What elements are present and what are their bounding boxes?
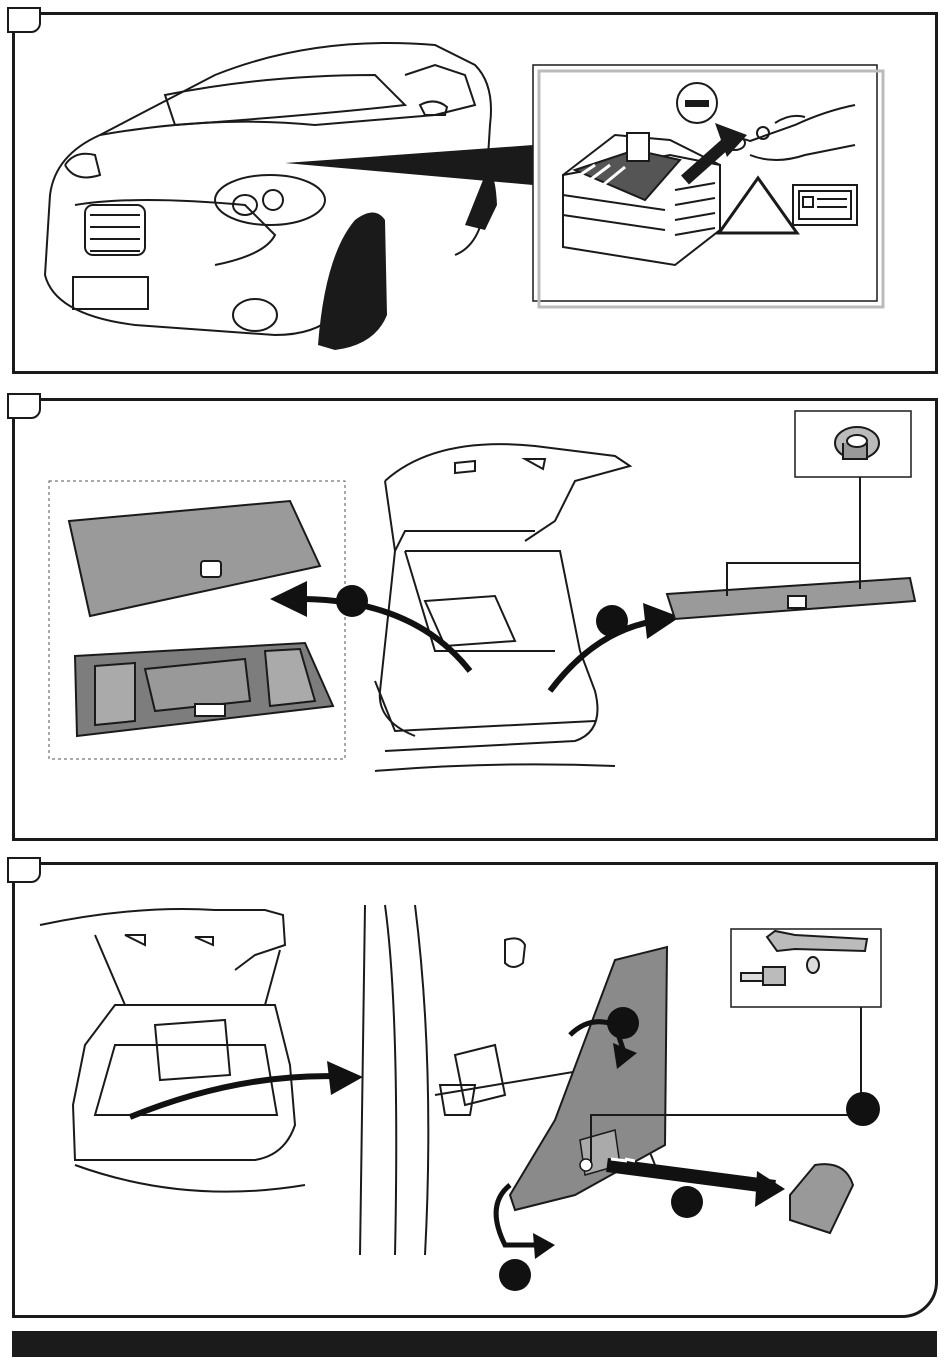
- arrow-to-mat: [305, 599, 470, 671]
- trunk-open-icon: [40, 909, 305, 1192]
- step-2-panel: [12, 398, 938, 841]
- callout-5: [671, 1186, 703, 1218]
- tool-tray-icon: [75, 643, 333, 736]
- footer-bar: [12, 1331, 937, 1357]
- step-3-panel: [12, 862, 938, 1318]
- step-3-illustration: [15, 865, 935, 1315]
- cap-icon: [790, 1164, 853, 1233]
- arrow-to-detail: [130, 1076, 355, 1117]
- clip-icon: [835, 427, 879, 459]
- sill-trim-icon: [667, 578, 915, 619]
- radio-unit-icon: [793, 185, 857, 225]
- pointer-wedge: [285, 145, 533, 185]
- rear-tire-icon: [465, 173, 497, 230]
- footer-text: [12, 1337, 22, 1351]
- step-1-illustration: [15, 15, 935, 371]
- cap-arrow: [607, 1165, 775, 1187]
- step-2-illustration: [15, 401, 935, 838]
- car-front-icon: [45, 43, 491, 335]
- callout-2: [596, 605, 628, 637]
- step-3-tab: [7, 857, 41, 883]
- nut-icon: [807, 957, 819, 973]
- callout-6: [846, 1092, 880, 1126]
- callout-4: [499, 1259, 531, 1291]
- front-tire-icon: [318, 213, 387, 351]
- callout-1: [336, 585, 368, 617]
- trunk-open-icon: [375, 444, 630, 771]
- step-1-tab: [7, 7, 41, 33]
- callout-3: [607, 1007, 639, 1039]
- step-1-panel: [12, 12, 938, 374]
- step-2-tab: [7, 393, 41, 419]
